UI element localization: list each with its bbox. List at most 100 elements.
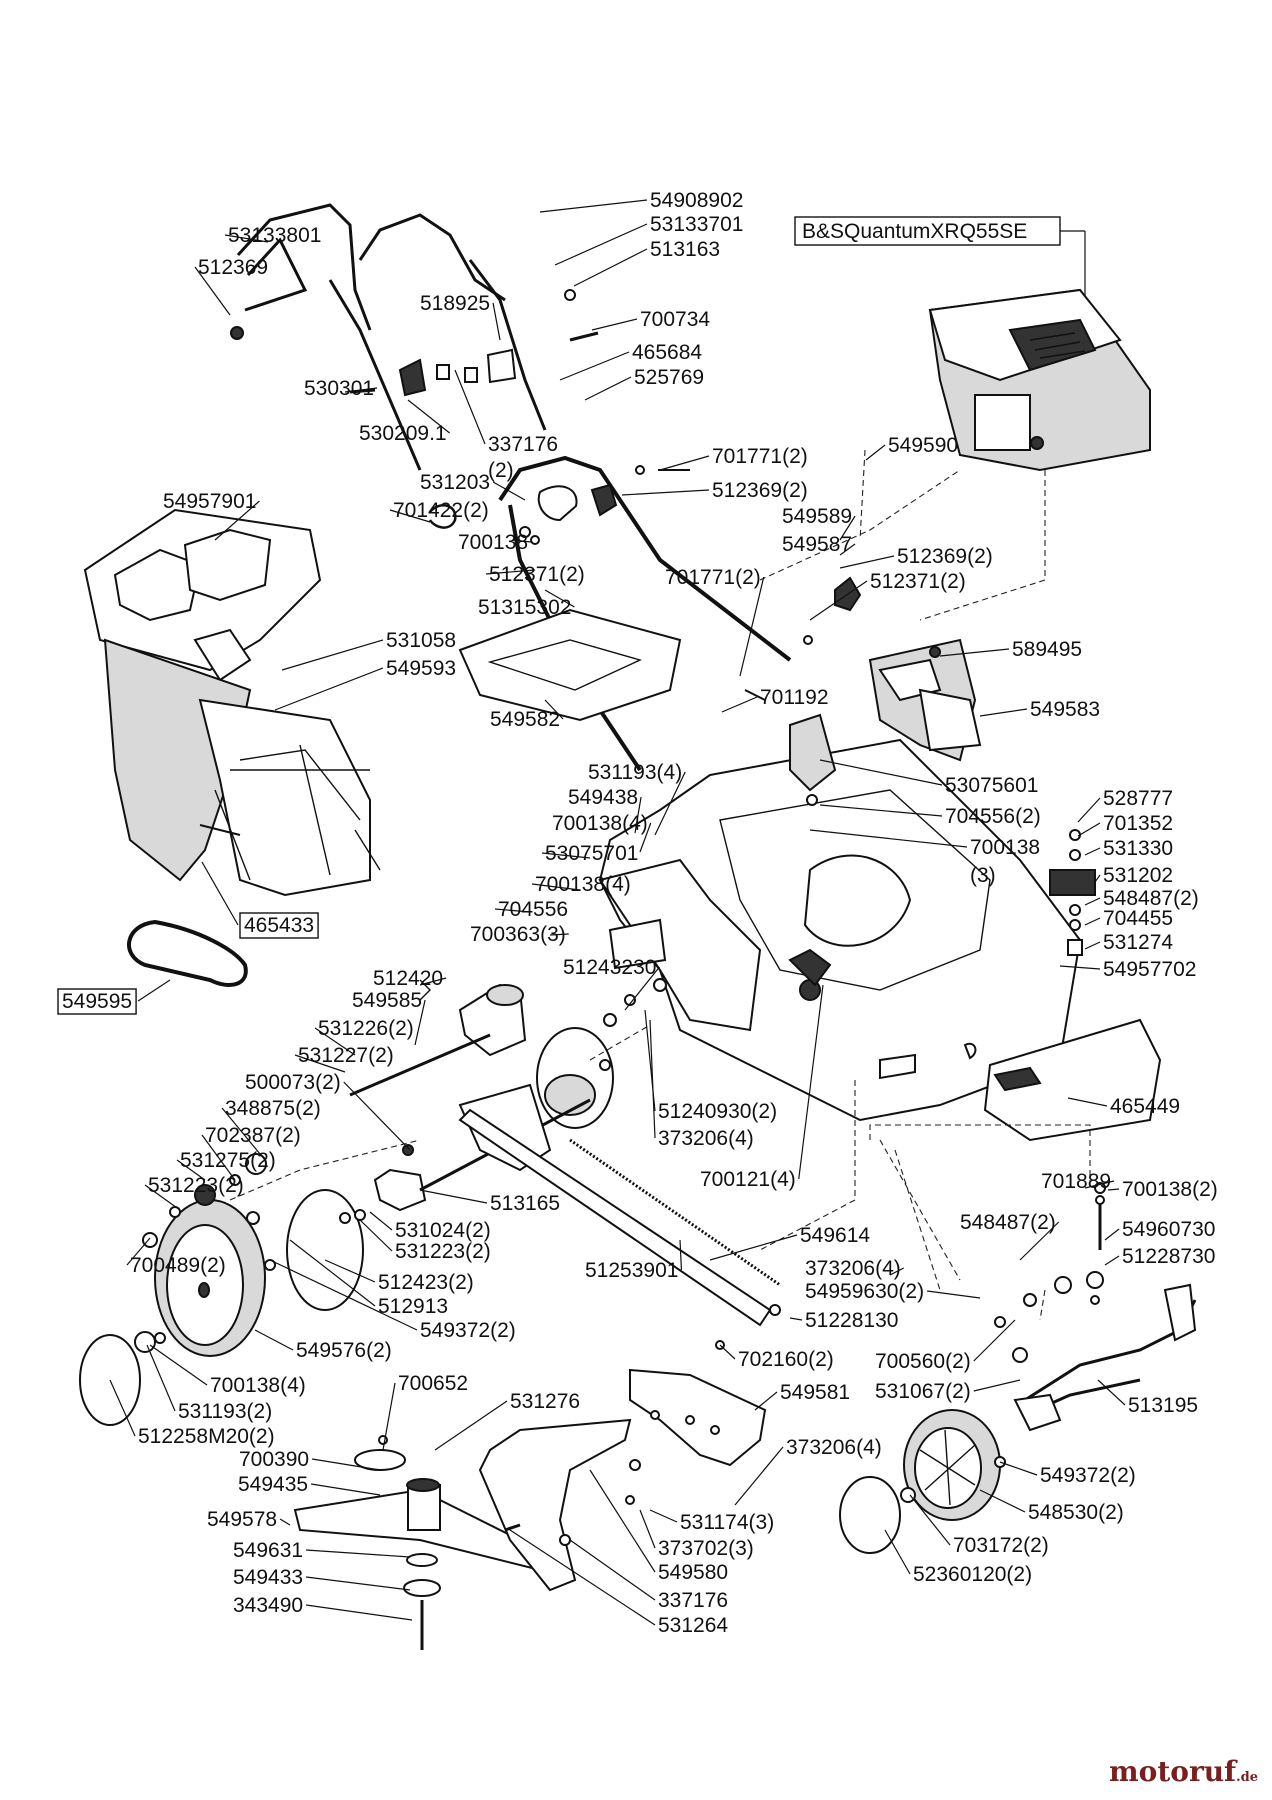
part-label-25: 701771(2) (665, 566, 761, 589)
part-label-91: 700652 (398, 1372, 468, 1395)
part-label-107: 52360120(2) (913, 1563, 1032, 1586)
leader-line (306, 1576, 411, 1591)
leader-line (544, 699, 564, 720)
part-label-34: 53075601 (945, 774, 1038, 797)
part-label-94: 512258M20(2) (138, 1425, 275, 1448)
leader-line (573, 248, 648, 287)
belt (127, 919, 248, 987)
leader-line (359, 1219, 393, 1252)
leader-line (434, 1400, 508, 1451)
part-label-46: 700138(4) (535, 873, 631, 896)
part-label-52: 512420 (373, 967, 443, 990)
part-label-78: 373206(4) (805, 1257, 901, 1280)
part-label-92: 531193(2) (178, 1400, 272, 1423)
part-label-71: 548487(2) (960, 1211, 1056, 1234)
leader-line (1084, 917, 1101, 926)
part-label-41: 53075701 (545, 842, 638, 865)
leader-line (1084, 897, 1101, 906)
leader-line (544, 589, 575, 608)
leader-line (214, 500, 260, 541)
part-label-15: 549590 (888, 434, 958, 457)
height-adjust-bar (458, 1108, 781, 1350)
leader-line (279, 1518, 291, 1526)
leader-line (624, 966, 660, 1011)
part-label-3: 54908902 (650, 189, 743, 212)
leader-line (819, 804, 943, 817)
part-label-26: 512371(2) (870, 570, 966, 593)
part-label-57: 531227(2) (298, 1044, 394, 1067)
part-label-70: 531024(2) (395, 1219, 491, 1242)
part-label-79: 512423(2) (378, 1271, 474, 1294)
part-label-59: 51240930(2) (658, 1100, 777, 1123)
part-label-82: 51228130 (805, 1309, 898, 1332)
leader-line (541, 852, 591, 859)
leader-line (1104, 1228, 1120, 1241)
part-label-29: 589495 (1012, 638, 1082, 661)
leader-line (621, 489, 710, 496)
leader-line (311, 1458, 381, 1471)
brand-suffix: .de (1236, 1770, 1258, 1785)
part-label-87: 700138(4) (210, 1374, 306, 1397)
leader-line (889, 1267, 905, 1276)
height-adjuster (1049, 829, 1096, 956)
part-label-19: 701422(2) (393, 499, 489, 522)
leader-line (539, 199, 648, 213)
leader-line (109, 1379, 136, 1437)
leader-line (659, 455, 710, 471)
leader-line (144, 1184, 181, 1211)
leader-line (1019, 1221, 1060, 1261)
part-label-64: 531275(2) (180, 1149, 276, 1172)
leader-line (979, 1489, 1026, 1513)
assembly-line-3 (894, 1149, 941, 1291)
leader-line (1084, 847, 1101, 856)
leader-line (344, 387, 378, 393)
leader-line (511, 539, 532, 543)
leader-line (306, 1549, 411, 1558)
assembly-line-4 (879, 1139, 961, 1281)
part-label-55: 549585 (352, 989, 422, 1012)
leader-line (126, 1237, 151, 1266)
leader-line (343, 1081, 411, 1151)
assembly-line-6 (1039, 1289, 1046, 1321)
leader-line (973, 1319, 1016, 1362)
part-label-31: 701192 (760, 686, 829, 709)
leader-line (289, 1239, 376, 1307)
leader-line (634, 796, 642, 834)
leader-line (201, 1134, 236, 1181)
part-label-98: 549435 (238, 1473, 308, 1496)
leader-line (454, 369, 486, 445)
leader-line (254, 1329, 294, 1351)
leader-line (310, 1483, 381, 1496)
engine-model-label: B&SQuantumXRQ55SE (802, 220, 1027, 243)
leader-line (549, 933, 569, 936)
part-label-38: 704556(2) (945, 805, 1041, 828)
part-label-99: 531174(3) (680, 1511, 774, 1534)
part-label-16: 531203 (420, 471, 490, 494)
leader-line (509, 1529, 656, 1626)
part-label-80: 54959630(2) (805, 1280, 924, 1303)
part-label-56: 531226(2) (318, 1017, 414, 1040)
leader-line (485, 569, 536, 575)
part-label-62: 373206(4) (658, 1127, 754, 1150)
leader-line (559, 351, 630, 381)
leader-line (584, 376, 632, 401)
part-label-100: 548530(2) (1028, 1501, 1124, 1524)
part-label-35: 531193(4) (588, 761, 682, 784)
part-label-17: 512369(2) (712, 479, 808, 502)
rear-deflector (789, 638, 982, 806)
part-label-102: 703172(2) (953, 1534, 1049, 1557)
engine-model-box (794, 216, 1061, 246)
leader-line (865, 444, 886, 461)
boxed-part-label-2: 549595 (62, 990, 132, 1013)
front-right-wheel (839, 1182, 1197, 1554)
leader-line (809, 580, 868, 621)
part-label-24: 512371(2) (489, 563, 585, 586)
part-label-28: 531058 (386, 629, 456, 652)
leader-line (369, 1211, 393, 1231)
leader-line (789, 1317, 803, 1321)
leader-line (492, 481, 526, 501)
part-label-84: 549576(2) (296, 1339, 392, 1362)
part-label-2: 512369 (198, 256, 268, 279)
part-label-72: 54960730 (1122, 1218, 1215, 1241)
part-label-75: 51228730 (1122, 1245, 1215, 1268)
